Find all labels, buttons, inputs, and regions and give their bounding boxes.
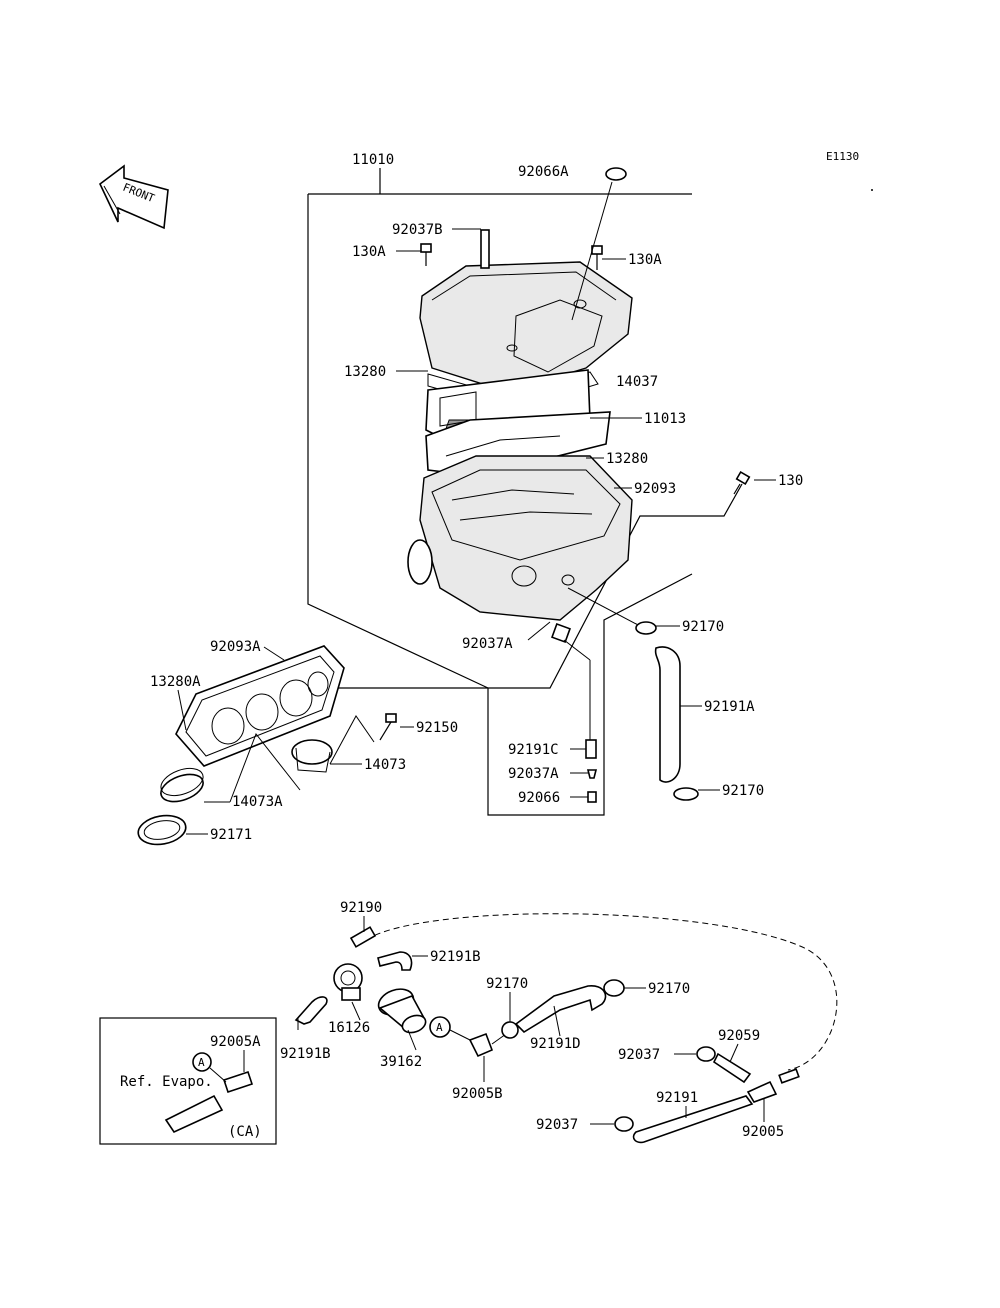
label-92191: 92191 xyxy=(656,1090,698,1106)
label-14073A: 14073A xyxy=(232,794,283,810)
hose-92191B-top xyxy=(377,951,428,971)
label-14037: 14037 xyxy=(616,374,658,390)
label-92171: 92171 xyxy=(210,827,252,843)
leaders-upper xyxy=(396,228,776,641)
label-ca: (CA) xyxy=(228,1124,262,1140)
label-130: 130 xyxy=(778,473,803,489)
stray-dot xyxy=(871,189,873,191)
label-11013: 11013 xyxy=(644,411,686,427)
leaders-left xyxy=(177,646,414,835)
vacuum-hose-route xyxy=(365,913,838,1071)
hose-92191A xyxy=(654,646,702,783)
label-92191D: 92191D xyxy=(530,1036,581,1052)
label-92170-a: 92170 xyxy=(486,976,528,992)
label-92037A-bot: 92037A xyxy=(508,766,559,782)
label-92037B: 92037B xyxy=(392,222,443,238)
label-13280-top: 13280 xyxy=(344,364,386,380)
label-92170-top: 92170 xyxy=(682,619,724,635)
label-92005A: 92005A xyxy=(210,1034,261,1050)
clamp-92170-a xyxy=(501,992,519,1039)
label-13280A: 13280A xyxy=(150,674,201,690)
callout-frame xyxy=(307,168,743,816)
label-130A-left: 130A xyxy=(352,244,386,260)
part-labels: 11010 92066A 92037B 130A 130A 13280 1403… xyxy=(120,152,803,1140)
joint-92005B xyxy=(468,1032,507,1082)
duct-14073A xyxy=(160,767,204,803)
hose-92191D xyxy=(514,985,607,1037)
bolt-130 xyxy=(733,470,751,495)
canister-39162 xyxy=(377,988,427,1051)
tube-92059 xyxy=(712,1043,752,1084)
label-92093: 92093 xyxy=(634,481,676,497)
pin-92037B xyxy=(480,229,490,269)
ca-inset-box: A xyxy=(99,1017,277,1145)
label-16126: 16126 xyxy=(328,1020,370,1036)
bolt-92150 xyxy=(379,713,397,741)
label-92093A: 92093A xyxy=(210,639,261,655)
valve-16126 xyxy=(333,963,363,1021)
clamp-92170-mid xyxy=(673,787,720,801)
hose-92191 xyxy=(632,1095,754,1144)
label-92170-b: 92170 xyxy=(648,981,690,997)
front-arrow-icon: FRONT xyxy=(98,164,169,230)
cap-92066A xyxy=(571,167,627,321)
drain-tube-92191C xyxy=(551,623,598,803)
clamp-92171 xyxy=(137,814,187,846)
bolt-130A-left xyxy=(420,243,432,266)
clamp-92037-top xyxy=(674,1046,716,1062)
label-130A-right: 130A xyxy=(628,252,662,268)
clamp-92170-b xyxy=(603,979,646,997)
inset-circle-a-label: A xyxy=(198,1056,205,1069)
duct-plate-92093A xyxy=(175,645,345,767)
label-92037A-top: 92037A xyxy=(462,636,513,652)
air-box-cover xyxy=(419,261,633,393)
label-92190: 92190 xyxy=(340,900,382,916)
label-92191B-top: 92191B xyxy=(430,949,481,965)
label-39162: 39162 xyxy=(380,1054,422,1070)
label-92005: 92005 xyxy=(742,1124,784,1140)
bolt-130A-right xyxy=(591,245,603,270)
label-13280-mid: 13280 xyxy=(606,451,648,467)
label-92005B: 92005B xyxy=(452,1086,503,1102)
connector-circle-a: A xyxy=(429,1016,471,1041)
label-92150: 92150 xyxy=(416,720,458,736)
label-92191A: 92191A xyxy=(704,699,755,715)
label-11010: 11010 xyxy=(352,152,394,168)
tube-92190 xyxy=(349,916,377,948)
label-92066A: 92066A xyxy=(518,164,569,180)
label-ref-evapo: Ref. Evapo. xyxy=(120,1074,213,1090)
label-92170-mid: 92170 xyxy=(722,783,764,799)
circle-a-label: A xyxy=(436,1021,443,1034)
air-box-case xyxy=(407,455,633,621)
diagram-code: E1130 xyxy=(826,150,859,163)
clamp-92170-top xyxy=(635,621,680,635)
label-92066: 92066 xyxy=(518,790,560,806)
label-92191C: 92191C xyxy=(508,742,559,758)
label-92037-bot: 92037 xyxy=(536,1117,578,1133)
clamp-92037-bot xyxy=(590,1116,634,1132)
hose-92191B-left xyxy=(294,996,328,1030)
label-92037-top: 92037 xyxy=(618,1047,660,1063)
label-14073: 14073 xyxy=(364,757,406,773)
holder-14073 xyxy=(291,739,333,773)
joint-92005 xyxy=(746,1068,800,1122)
label-92059: 92059 xyxy=(718,1028,760,1044)
label-92191B-left: 92191B xyxy=(280,1046,331,1062)
